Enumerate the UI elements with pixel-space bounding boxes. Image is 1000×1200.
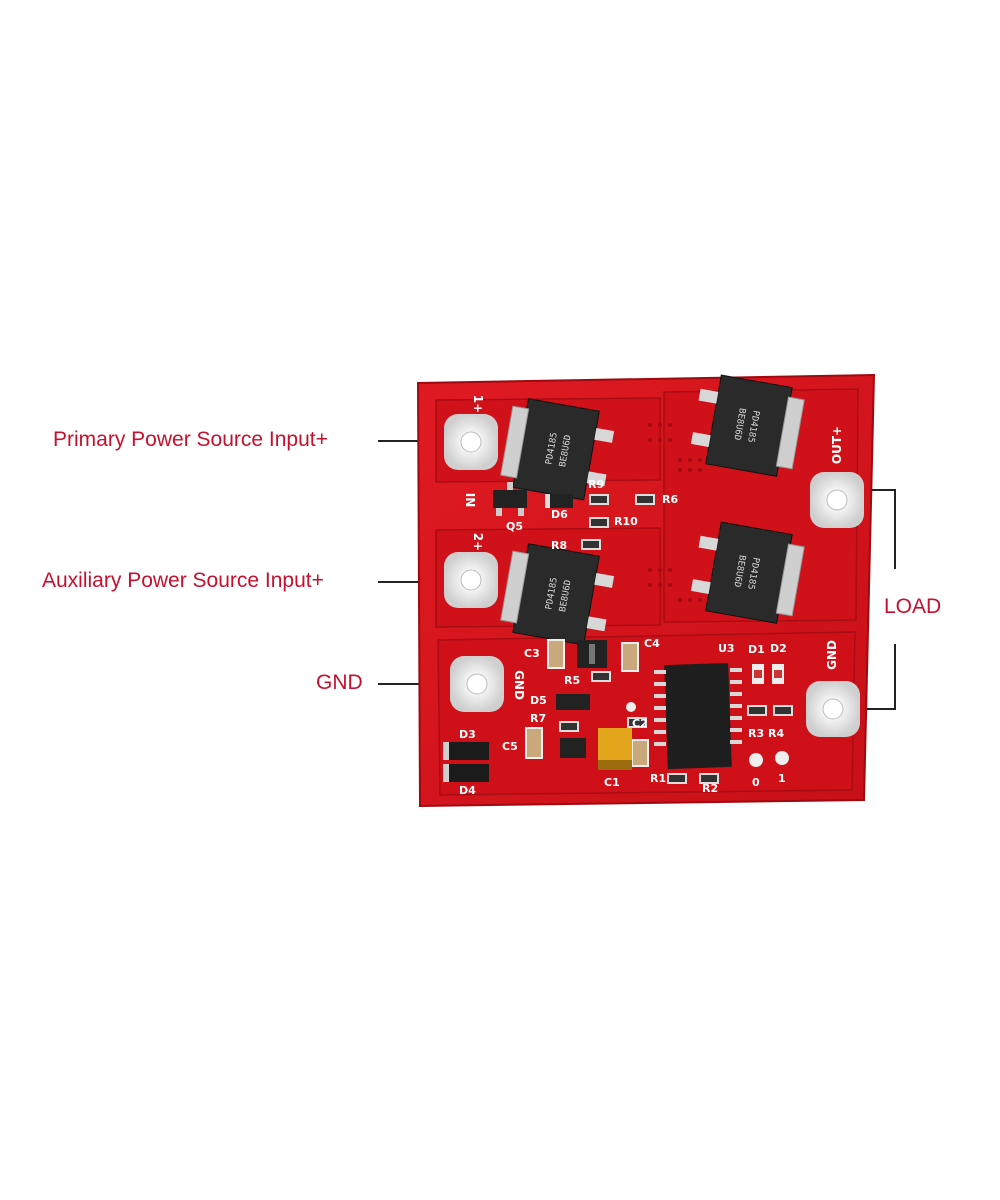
silk-in: IN bbox=[463, 493, 477, 508]
silk-d1: D1 bbox=[748, 643, 765, 656]
mosfet-2: PD4185 BE8U6D bbox=[690, 374, 805, 477]
silk-jumper-1: 1 bbox=[778, 772, 786, 785]
ceramic-capacitors bbox=[525, 639, 649, 767]
led-d2 bbox=[772, 664, 784, 684]
mosfet-1: PD4185 BE8U6D bbox=[500, 398, 615, 501]
silk-d4: D4 bbox=[459, 784, 476, 797]
load-bracket-top-v bbox=[894, 489, 896, 569]
load-bracket-bottom-v bbox=[894, 644, 896, 710]
load-label: LOAD bbox=[884, 595, 942, 618]
ic-u3 bbox=[654, 662, 742, 770]
via-array bbox=[648, 423, 702, 602]
transistor-small bbox=[560, 738, 586, 758]
jumper-pad-1 bbox=[775, 751, 789, 765]
transistor-q5 bbox=[493, 482, 527, 516]
silk-c3: C3 bbox=[524, 647, 540, 660]
led-d1 bbox=[752, 664, 764, 684]
silk-gnd-left: GND bbox=[512, 670, 526, 700]
primary-power-leader-line bbox=[378, 440, 448, 442]
mosfet-3: PD4185 BE8U6D bbox=[500, 543, 615, 646]
pad-gnd-left bbox=[450, 656, 504, 712]
silk-r5: R5 bbox=[564, 674, 580, 687]
silk-r4: R4 bbox=[768, 727, 784, 740]
silk-jumper-0: 0 bbox=[752, 776, 760, 789]
tantalum-capacitor-c1 bbox=[598, 728, 632, 770]
silk-r3: R3 bbox=[748, 727, 764, 740]
silk-c5: C5 bbox=[502, 740, 518, 753]
silk-d3: D3 bbox=[459, 728, 476, 741]
silk-r7: R7 bbox=[530, 712, 546, 725]
diode-d5 bbox=[556, 694, 590, 710]
test-pad bbox=[626, 702, 636, 712]
silk-r10: R10 bbox=[614, 515, 638, 528]
primary-power-input-label: Primary Power Source Input+ bbox=[53, 428, 328, 451]
gnd-label: GND bbox=[316, 671, 363, 694]
aux-power-leader-line bbox=[378, 581, 448, 583]
silk-c4: C4 bbox=[644, 637, 660, 650]
pad-out bbox=[810, 472, 864, 528]
silk-out: OUT+ bbox=[830, 426, 844, 464]
silk-d2: D2 bbox=[770, 642, 787, 655]
gnd-leader-line bbox=[378, 683, 453, 685]
silk-c1: C1 bbox=[604, 776, 620, 789]
silk-r8: R8 bbox=[551, 539, 567, 552]
smd-passives bbox=[559, 494, 793, 784]
silk-r9: R9 bbox=[588, 478, 604, 491]
jumper-pad-0 bbox=[749, 753, 763, 767]
diode-d4 bbox=[443, 764, 489, 782]
mosfet-4: PD4185 BE8U6D bbox=[690, 521, 805, 624]
silk-q5: Q5 bbox=[506, 520, 523, 533]
diode-d6 bbox=[545, 494, 573, 508]
aux-power-input-label: Auxiliary Power Source Input+ bbox=[42, 569, 324, 592]
silk-r2: R2 bbox=[702, 782, 718, 795]
diode-d3 bbox=[443, 742, 489, 760]
pad-in2 bbox=[444, 552, 498, 608]
pad-in1 bbox=[444, 414, 498, 470]
silk-in2: 2+ bbox=[471, 533, 485, 551]
silk-c2: C2 bbox=[632, 717, 648, 730]
small-ic bbox=[577, 640, 607, 668]
silk-r6: R6 bbox=[662, 493, 678, 506]
pad-gnd-right bbox=[806, 681, 860, 737]
silk-d6: D6 bbox=[551, 508, 568, 521]
silk-u3: U3 bbox=[718, 642, 735, 655]
silk-r1: R1 bbox=[650, 772, 666, 785]
silk-gnd-right: GND bbox=[825, 640, 839, 670]
load-bracket-bottom-h bbox=[848, 708, 896, 710]
silk-d5: D5 bbox=[530, 694, 547, 707]
silk-in1: 1+ bbox=[471, 395, 485, 413]
